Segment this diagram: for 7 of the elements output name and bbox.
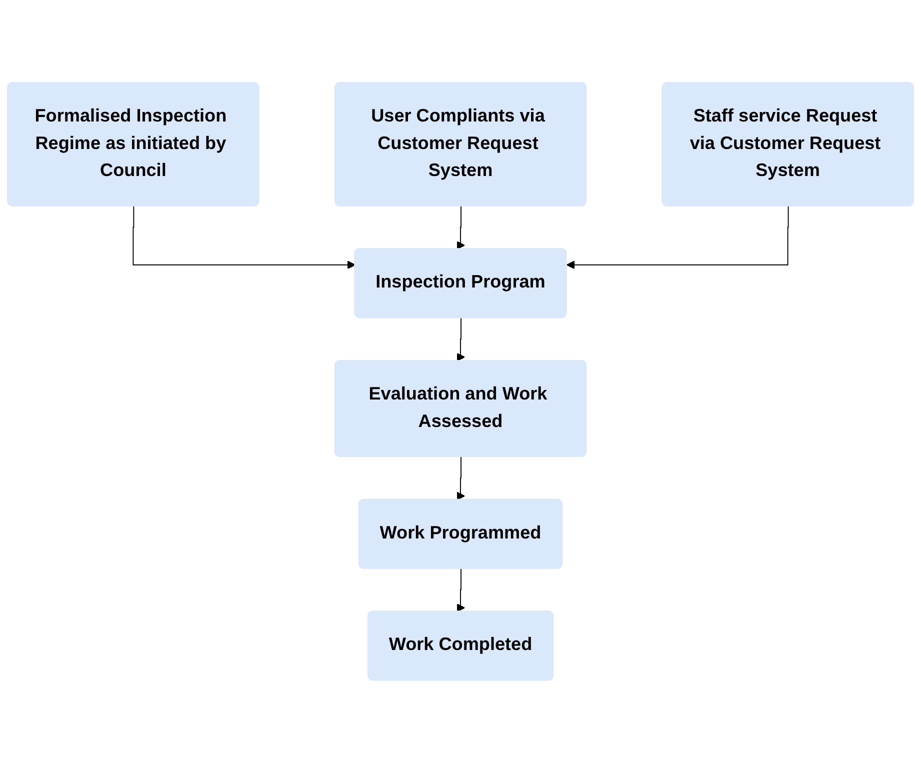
arrow: [456, 456, 466, 500]
arrow: [456, 206, 466, 250]
arrow: [566, 206, 789, 270]
arrow: [456, 568, 466, 612]
flowchart: Formalised Inspection Regime as initiated by Council User Compliants via Customer Request System Staff service Request via Customer Request System Inspection Program Evaluation and Work Assessed Work Programmed Work Completed: [0, 75, 921, 688]
arrow: [456, 318, 466, 362]
arrow: [132, 206, 356, 270]
